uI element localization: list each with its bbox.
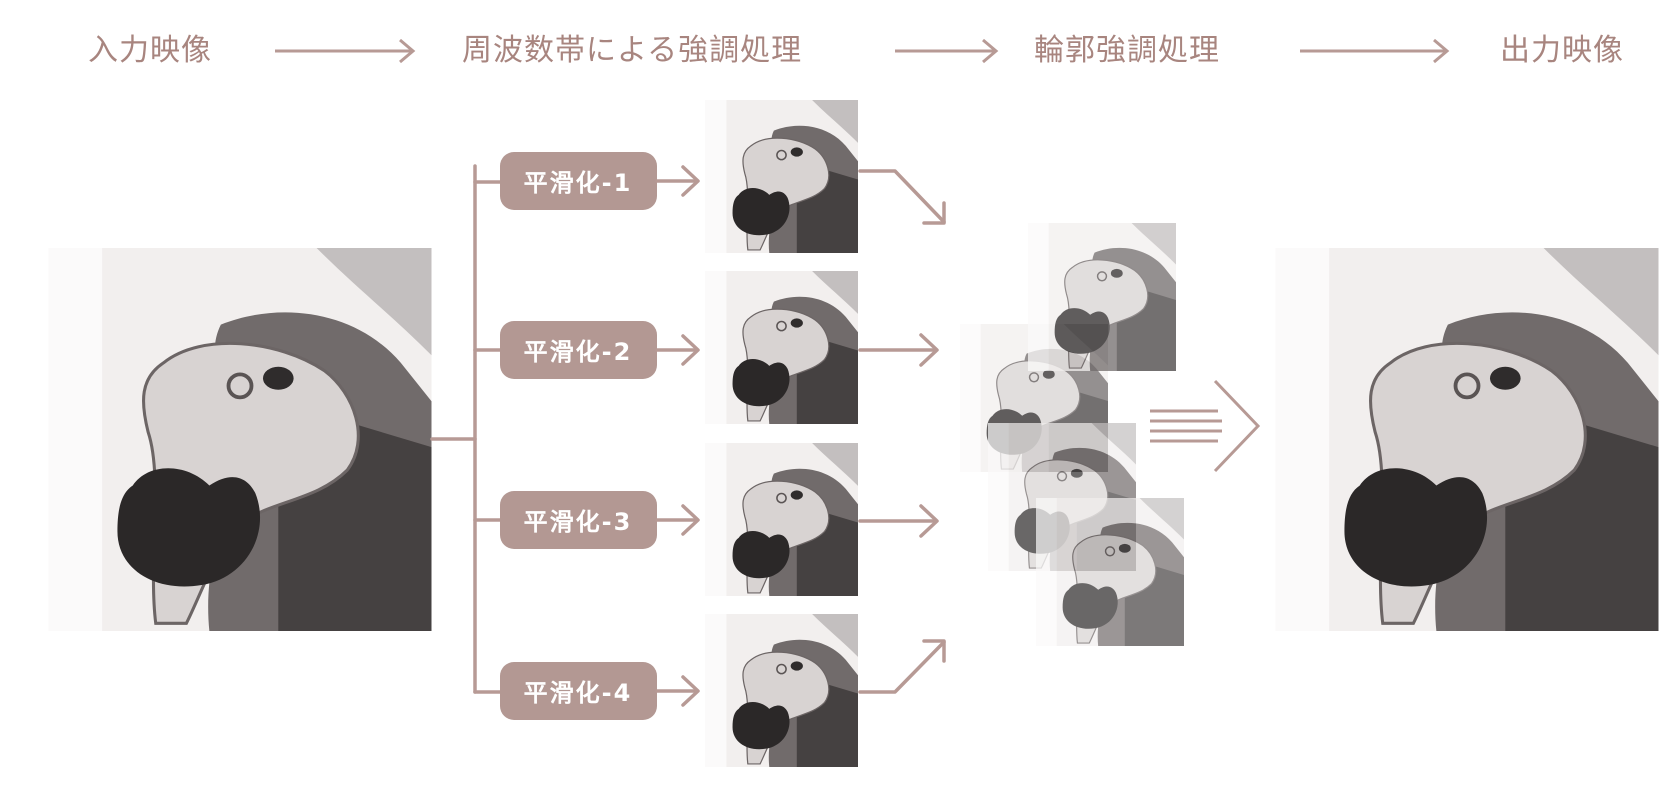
band-image-1 xyxy=(705,100,858,253)
band-image-3 xyxy=(705,443,858,596)
right-arrow-icon xyxy=(655,504,700,536)
right-arrow-icon xyxy=(895,38,999,64)
input-image xyxy=(48,248,432,631)
smoothing-label-2: 平滑化-2 xyxy=(524,338,633,366)
smoothing-box-3: 平滑化-3 xyxy=(500,491,657,549)
right-arrow-icon xyxy=(858,504,939,538)
stage-title-frequency: 周波数帯による強調処理 xyxy=(462,33,802,68)
band-image-4 xyxy=(705,614,858,767)
smoothing-label-1: 平滑化-1 xyxy=(524,169,633,197)
smoothing-label-4: 平滑化-4 xyxy=(524,679,633,707)
stage-title-input: 入力映像 xyxy=(88,33,212,68)
contour-image-stack xyxy=(960,223,1184,646)
right-arrow-icon xyxy=(858,333,939,367)
right-arrow-icon xyxy=(655,334,700,366)
output-image xyxy=(1275,248,1659,631)
right-arrow-icon xyxy=(655,165,700,197)
branch-connector xyxy=(430,164,504,694)
stage-title-contour: 輪郭強調処理 xyxy=(1034,33,1220,68)
diagonal-down-arrow-icon xyxy=(858,169,946,225)
smoothing-box-2: 平滑化-2 xyxy=(500,321,657,379)
double-arrow-icon xyxy=(1150,379,1261,473)
right-arrow-icon xyxy=(655,675,700,707)
smoothing-label-3: 平滑化-3 xyxy=(524,508,633,536)
stage-title-output: 出力映像 xyxy=(1500,33,1624,68)
smoothing-box-1: 平滑化-1 xyxy=(500,152,657,210)
band-image-2 xyxy=(705,271,858,424)
right-arrow-icon xyxy=(1300,38,1450,64)
right-arrow-icon xyxy=(275,38,416,64)
smoothing-box-4: 平滑化-4 xyxy=(500,662,657,720)
diagonal-up-arrow-icon xyxy=(858,639,946,694)
